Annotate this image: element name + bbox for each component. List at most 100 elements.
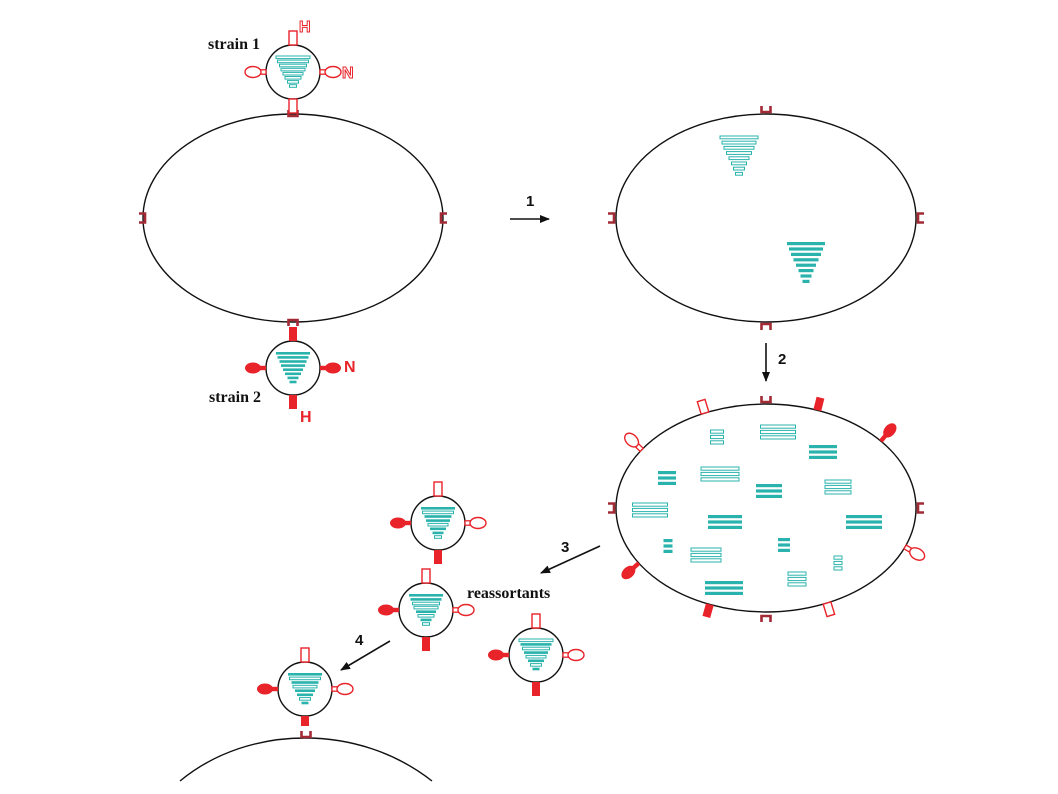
hemagglutinin-spike-icon <box>288 98 298 114</box>
rna-segment-stack <box>719 135 759 176</box>
neuraminidase-spike-icon <box>879 423 897 443</box>
strain-2-virion <box>245 327 341 409</box>
rna-segment-icon <box>705 591 743 595</box>
rna-segment-icon <box>663 549 673 553</box>
hemagglutinin-spike-icon <box>289 395 297 409</box>
neuraminidase-spike-icon <box>244 65 267 79</box>
rna-segment-icon <box>809 450 837 454</box>
rna-segment-icon <box>276 352 310 355</box>
rna-segment-group <box>756 484 782 498</box>
rna-segment-stack <box>787 242 825 283</box>
rna-segment-icon <box>430 527 446 531</box>
hemagglutinin-spike-icon <box>422 637 430 651</box>
hemagglutinin-spike-icon <box>301 716 309 726</box>
rna-segment-icon <box>289 380 297 384</box>
rna-segment-group <box>690 547 722 563</box>
membrane-spikes <box>621 396 926 619</box>
rna-segment-icon <box>432 531 444 535</box>
rna-segment-icon <box>756 484 782 488</box>
rna-segment-icon <box>796 263 816 267</box>
rna-segment-icon <box>735 171 743 176</box>
rna-segment-icon <box>721 140 757 145</box>
hemagglutinin-spike-icon <box>702 603 714 619</box>
rna-segment-icon <box>778 538 790 542</box>
rna-segment-icon <box>289 676 321 681</box>
rna-segment-icon <box>710 429 724 434</box>
rna-segment-icon <box>424 515 452 518</box>
rna-segment-icon <box>760 424 796 429</box>
rna-segment-icon <box>705 586 743 590</box>
neuraminidase-spike-icon <box>390 517 411 529</box>
rna-segment-icon <box>690 552 722 558</box>
rna-segment-group <box>833 555 843 571</box>
rna-segment-icon <box>705 581 743 585</box>
rna-segment-icon <box>421 507 455 510</box>
rna-segment-icon <box>778 543 790 547</box>
rna-segment-icon <box>690 547 722 552</box>
rna-segment-icon <box>282 71 304 76</box>
rna-segment-icon <box>756 489 782 493</box>
neuraminidase-spike-icon <box>903 544 926 561</box>
rna-segment-group <box>809 445 837 459</box>
cell-rna-segments <box>632 135 882 595</box>
neuraminidase-spike-icon <box>245 362 266 374</box>
reassortant-virion <box>390 481 487 564</box>
rna-segment-icon <box>846 525 882 529</box>
strain-2-h-label: H <box>300 409 312 426</box>
step-1-label: 1 <box>526 193 534 210</box>
rna-segment-icon <box>809 455 837 459</box>
rna-segment-icon <box>299 697 311 701</box>
hemagglutinin-spike-icon <box>531 613 541 629</box>
step-arrows <box>340 215 770 671</box>
cell-receptor-icon <box>300 731 312 739</box>
rna-segment-icon <box>708 525 742 529</box>
rna-segment-icon <box>522 646 550 651</box>
rna-segment-stack <box>275 55 311 88</box>
hemagglutinin-spike-icon <box>813 396 825 412</box>
rna-segment-icon <box>297 693 313 697</box>
neuraminidase-spike-icon <box>319 65 342 79</box>
rna-segment-icon <box>787 582 807 587</box>
rna-segment-icon <box>416 610 436 613</box>
neuraminidase-spike-icon <box>464 516 487 530</box>
rna-segment-icon <box>520 643 552 646</box>
reassortant-virion <box>488 613 585 696</box>
cell-receptor-icon <box>760 322 772 330</box>
rna-segment-icon <box>412 601 440 606</box>
rna-segment-group <box>787 571 807 587</box>
hemagglutinin-spike-icon <box>288 30 298 46</box>
cell-receptor-icon <box>608 502 616 514</box>
hemagglutinin-spike-icon <box>300 647 310 663</box>
rna-segment-icon <box>528 659 544 663</box>
step-3-arrow <box>540 545 601 574</box>
reassortant-virion-infecting <box>257 647 354 726</box>
strain-2-n-label: N <box>344 359 356 376</box>
rna-segment-group <box>663 539 673 553</box>
rna-segment-group <box>710 429 724 445</box>
step-4-label: 4 <box>355 632 364 649</box>
rna-segment-icon <box>530 663 542 667</box>
rna-segment-icon <box>723 145 755 150</box>
rna-segment-icon <box>708 520 742 524</box>
rna-segment-icon <box>824 490 852 495</box>
cell-receptor-icon <box>760 396 772 404</box>
hemagglutinin-spike-icon <box>822 600 836 618</box>
rna-segment-icon <box>525 654 547 659</box>
rna-segment-icon <box>700 466 740 471</box>
rna-segment-icon <box>733 166 745 171</box>
cell-receptor-icon <box>287 318 299 326</box>
strain-1-label: strain 1 <box>208 36 260 53</box>
rna-segment-stack <box>409 594 443 626</box>
rna-segment-icon <box>426 519 450 522</box>
neuraminidase-spike-icon <box>378 604 399 616</box>
neuraminidase-spike-icon <box>320 362 341 374</box>
rna-segment-icon <box>287 376 299 380</box>
rna-segment-group <box>658 471 676 485</box>
cell-receptor-icon <box>760 614 772 622</box>
host-cell-uncoating <box>615 113 917 323</box>
rna-segment-icon <box>417 614 435 618</box>
reassortant-virion <box>378 568 475 651</box>
neuraminidase-spike-icon <box>488 649 509 661</box>
reassortants-label: reassortants <box>467 585 550 602</box>
